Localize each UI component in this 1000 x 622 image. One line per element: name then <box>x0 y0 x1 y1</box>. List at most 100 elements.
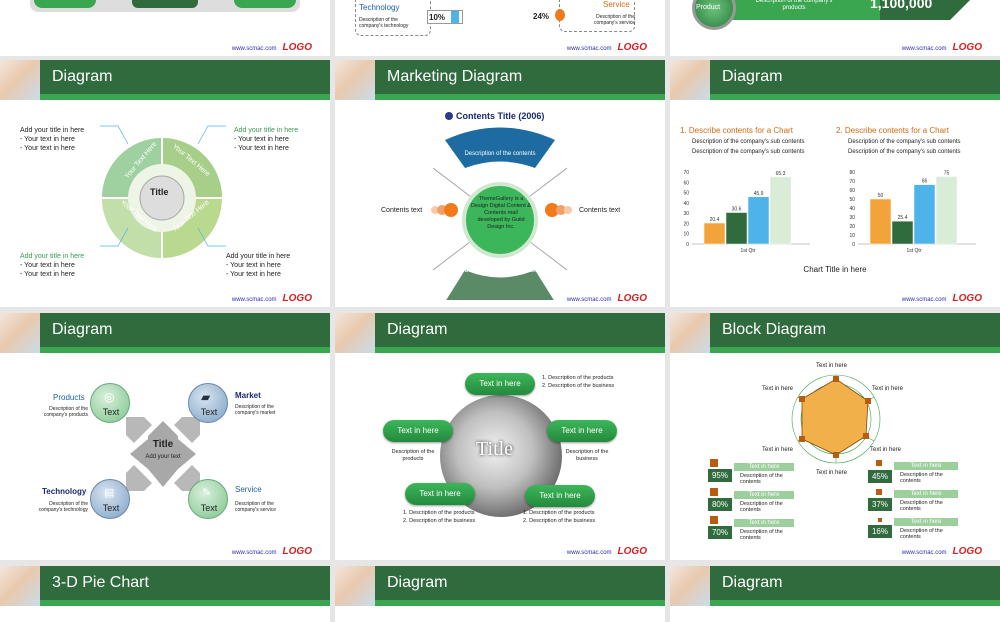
left-desc: Description of the products <box>391 449 435 462</box>
bottom-wedge-label: Description of the contents <box>464 268 536 274</box>
green-block <box>132 0 198 8</box>
slide-thumbnail-7[interactable]: Diagram Title Add your text ◎Text ▰Text … <box>0 313 330 560</box>
pen-icon: ✎ <box>202 487 212 499</box>
center-title: Title <box>476 438 514 460</box>
slide-header: Diagram <box>0 313 330 353</box>
ring-center-title: Title <box>150 187 169 197</box>
contents-title: Contents Title (2006) <box>456 111 545 121</box>
service-pct: 24% <box>533 12 550 21</box>
y-tick-label: 70 <box>683 170 689 176</box>
y-tick-label: 20 <box>683 221 689 227</box>
radar-label-top: Text in here <box>816 363 848 369</box>
radar-label-tr: Text in here <box>872 386 904 392</box>
ring-diagram <box>102 138 222 258</box>
cross-title: Title <box>152 439 174 450</box>
market-node: ▰Text <box>188 383 228 423</box>
slide-title: Marketing Diagram <box>375 60 665 94</box>
slide-title: Diagram <box>710 566 1000 600</box>
radar-label-br: Text in here <box>870 447 902 453</box>
slide-thumbnail-2[interactable]: Technology Description of the company's … <box>335 0 665 56</box>
printer-icon: ▤ <box>104 487 115 499</box>
slide-thumbnail-3[interactable]: Product Description of the company's pro… <box>670 0 1000 56</box>
right-dots <box>545 203 573 217</box>
chart1-sub-a: Description of the company's sub content… <box>692 139 805 145</box>
pill-bottom-left: Text in here <box>405 483 475 505</box>
header-photo <box>335 60 375 100</box>
data-label: 50 <box>878 193 884 199</box>
green-block <box>34 0 96 8</box>
slide-title: Diagram <box>40 60 330 94</box>
market-desc: Description of the company's market <box>235 404 276 416</box>
callout-top-left: Add your title in here- Your text in her… <box>20 127 85 152</box>
callout-bottom-left: Add your title in here- Your text in her… <box>20 253 85 278</box>
callout-lines <box>100 125 226 247</box>
slide-thumbnail-6[interactable]: Diagram 1. Describe contents for a Chart… <box>670 60 1000 307</box>
technology-desc: Description of the company's technology <box>38 501 88 513</box>
products-desc: Description of the company's products <box>43 406 88 418</box>
service-desc: Description of the company's service <box>235 501 276 513</box>
slide-thumbnail-9[interactable]: Block Diagram Text in here Text in here … <box>670 313 1000 560</box>
globe-icon: ◎ <box>104 390 115 404</box>
chart2-sub-a: Description of the company's sub content… <box>848 139 961 145</box>
data-label: 20.4 <box>710 217 720 223</box>
tech-pct: 10% <box>429 13 446 22</box>
slide-thumbnail-4[interactable]: Diagram Title Your Text Here Your Text H… <box>0 60 330 307</box>
slide-header: Marketing Diagram <box>335 60 665 100</box>
y-tick-label: 30 <box>683 211 689 217</box>
y-tick-label: 10 <box>849 233 855 239</box>
y-tick-label: 60 <box>849 188 855 194</box>
chart1-heading: 1. Describe contents for a Chart <box>680 126 793 135</box>
pill-right: Text in here <box>547 420 617 442</box>
slide-thumbnail-11[interactable]: Diagram <box>335 566 665 622</box>
y-tick-label: 80 <box>849 170 855 176</box>
slide-title: Block Diagram <box>710 313 1000 347</box>
y-tick-label: 30 <box>849 215 855 221</box>
bar <box>891 220 914 245</box>
pill-left: Text in here <box>383 420 453 442</box>
top-wedge-label: Description of the contents <box>464 151 536 157</box>
right-desc: Description of the business <box>565 449 609 462</box>
header-photo <box>670 60 710 100</box>
y-tick-label: 50 <box>683 191 689 197</box>
slide-header: 3-D Pie Chart <box>0 566 330 606</box>
product-value: 1,100,000 <box>870 0 933 11</box>
slide-header: Diagram <box>335 566 665 606</box>
cube-icon <box>876 489 882 495</box>
service-mini-pie <box>555 9 565 21</box>
y-tick-label: 0 <box>686 242 689 248</box>
slide-thumbnail-12[interactable]: Diagram <box>670 566 1000 622</box>
slide-header: Diagram <box>335 313 665 353</box>
data-label: 65.3 <box>776 171 786 177</box>
radar-label-bottom: Text in here <box>816 470 848 476</box>
data-label: 66 <box>922 179 928 185</box>
slide-header: Block Diagram <box>670 313 1000 353</box>
left-dots <box>431 203 459 217</box>
slide-title: Diagram <box>40 313 330 347</box>
product-label: Product <box>696 4 721 11</box>
y-tick-label: 50 <box>849 197 855 203</box>
cube-icon <box>710 459 718 467</box>
y-tick-label: 60 <box>683 180 689 186</box>
service-node: ✎Text <box>188 479 228 519</box>
slide-thumbnail-8[interactable]: Diagram Title Text in here Text in here … <box>335 313 665 560</box>
right-contents-text: Contents text <box>579 207 621 214</box>
cube-icon <box>710 516 718 524</box>
header-photo <box>335 566 375 606</box>
green-block <box>234 0 296 8</box>
slide-thumbnail-10[interactable]: 3-D Pie Chart <box>0 566 330 622</box>
slide-thumbnail-5[interactable]: Marketing Diagram Contents Title (2006) … <box>335 60 665 307</box>
slide-header: Diagram <box>670 60 1000 100</box>
slide-title: Diagram <box>375 566 665 600</box>
chart2-heading: 2. Describe contents for a Chart <box>836 126 949 135</box>
radar-label-tl: Text in here <box>762 386 794 392</box>
